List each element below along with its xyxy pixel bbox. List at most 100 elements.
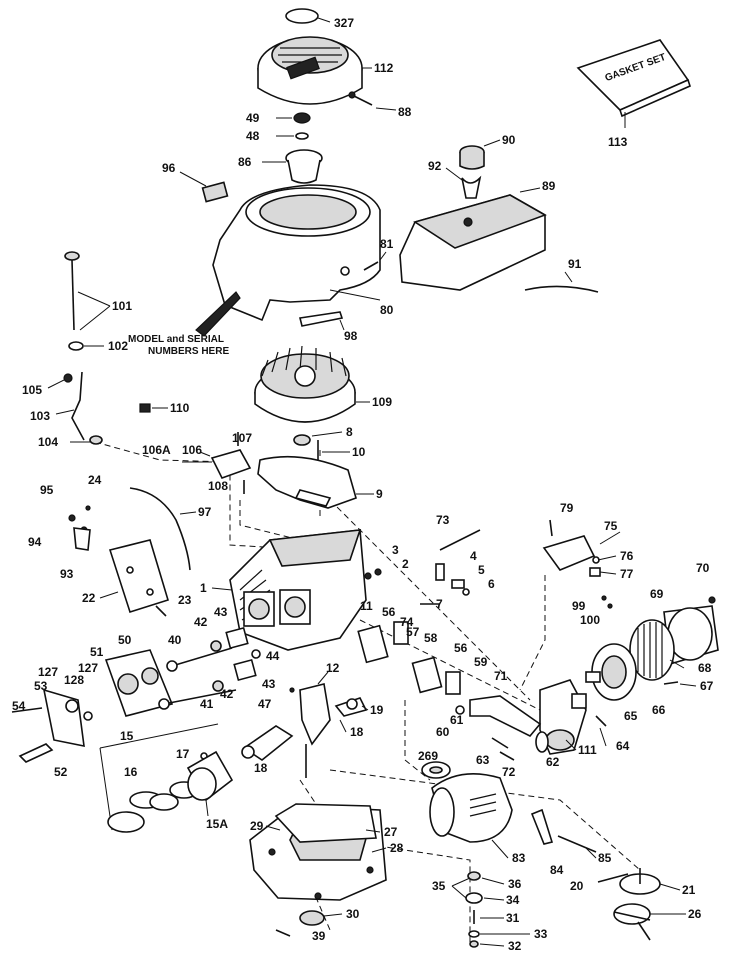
part-127-128-53-52-54-side <box>11 688 93 763</box>
callout-65: 65 <box>624 709 638 723</box>
callout-1: 1 <box>200 581 207 595</box>
callout-16: 16 <box>124 765 138 779</box>
part-327-cap <box>285 8 331 24</box>
callout-5: 5 <box>478 563 485 577</box>
callout-83: 83 <box>512 851 526 865</box>
callout-74: 74 <box>400 615 414 629</box>
callout-110: 110 <box>170 401 190 415</box>
callout-111: 111 <box>578 743 597 757</box>
callout-41: 41 <box>200 697 214 711</box>
part-109-flywheel <box>254 345 370 423</box>
callout-107: 107 <box>232 431 252 445</box>
callout-86: 86 <box>238 155 252 169</box>
part-18-connecting-rod <box>241 725 294 761</box>
callout-43a: 43 <box>214 605 228 619</box>
callout-51: 51 <box>90 645 104 659</box>
callout-10: 10 <box>352 445 366 459</box>
model-serial-line2: NUMBERS HERE <box>148 346 229 357</box>
callout-89: 89 <box>542 179 556 193</box>
callout-327: 327 <box>334 16 354 30</box>
callout-labels: 327 112 88 49 48 86 96 113 90 92 89 81 9… <box>12 16 714 953</box>
callout-98: 98 <box>344 329 358 343</box>
leader-lines <box>205 531 697 947</box>
callout-106a: 106A <box>142 443 171 457</box>
part-11-57-58-56-gaskets <box>357 621 461 695</box>
part-50-51-valves <box>104 649 174 717</box>
callout-95: 95 <box>40 483 54 497</box>
part-113-gasket-set: GASKET SET <box>576 39 691 128</box>
callout-106: 106 <box>182 443 202 457</box>
callout-15a: 15A <box>206 817 228 831</box>
callout-18a: 18 <box>350 725 364 739</box>
callout-75: 75 <box>604 519 618 533</box>
callout-33: 33 <box>534 927 548 941</box>
callout-109: 109 <box>372 395 392 409</box>
callout-105: 105 <box>22 383 42 397</box>
callout-77: 77 <box>620 567 634 581</box>
part-105-screw <box>47 373 73 389</box>
part-15a-piston <box>186 750 234 802</box>
callout-22: 22 <box>82 591 96 605</box>
part-31-36-governor-stack <box>465 871 483 948</box>
part-81-screw <box>363 251 387 271</box>
part-69-air-cleaner-cover <box>663 596 719 666</box>
callout-30: 30 <box>346 907 360 921</box>
part-101-dipstick <box>64 251 111 331</box>
callout-103: 103 <box>30 409 50 423</box>
callout-9: 9 <box>376 487 383 501</box>
callout-73: 73 <box>436 513 450 527</box>
callout-44: 44 <box>266 649 280 663</box>
part-88-screw <box>348 91 397 111</box>
part-47-key <box>289 687 295 693</box>
callout-3: 3 <box>392 543 399 557</box>
arrow-icon <box>195 291 241 337</box>
callout-43b: 43 <box>262 677 276 691</box>
part-103-oil-fill-tube <box>55 371 85 441</box>
callout-90: 90 <box>502 133 516 147</box>
part-23-screw <box>155 605 167 617</box>
callout-6: 6 <box>488 577 495 591</box>
part-67-screw <box>663 681 679 685</box>
callout-52: 52 <box>54 765 68 779</box>
callout-42a: 42 <box>194 615 208 629</box>
callout-19: 19 <box>370 703 384 717</box>
callout-128: 128 <box>64 673 84 687</box>
part-68-filter-element <box>629 619 675 681</box>
callout-2: 2 <box>402 557 409 571</box>
callout-40: 40 <box>168 633 182 647</box>
callout-84: 84 <box>550 863 564 877</box>
callout-91: 91 <box>568 257 582 271</box>
part-90-fuel-cap <box>459 139 501 170</box>
callout-93: 93 <box>60 567 74 581</box>
part-48-washer <box>276 132 309 140</box>
callout-68: 68 <box>698 661 712 675</box>
callout-47: 47 <box>258 697 272 711</box>
callout-18b: 18 <box>254 761 268 775</box>
callout-79: 79 <box>560 501 574 515</box>
callout-24: 24 <box>88 473 102 487</box>
callout-26: 26 <box>688 907 702 921</box>
callout-48: 48 <box>246 129 260 143</box>
model-serial-line1: MODEL and SERIAL <box>128 334 224 345</box>
callout-21: 21 <box>682 883 696 897</box>
part-39-screw <box>275 929 291 937</box>
callout-56a: 56 <box>382 605 396 619</box>
part-269-seal <box>421 761 451 779</box>
callout-72: 72 <box>502 765 516 779</box>
part-29-27-gasket <box>274 803 377 843</box>
part-91-fuel-line <box>524 271 599 293</box>
part-49-nut <box>276 112 311 124</box>
callout-97: 97 <box>198 505 212 519</box>
part-9-backplate <box>257 455 374 509</box>
callout-32: 32 <box>508 939 522 953</box>
callout-60: 60 <box>436 725 450 739</box>
callout-88: 88 <box>398 105 412 119</box>
part-12-crankshaft <box>299 671 331 778</box>
callout-36: 36 <box>508 877 522 891</box>
part-30-oil-seal <box>299 910 343 926</box>
callout-66: 66 <box>652 703 666 717</box>
callout-11: 11 <box>360 599 373 613</box>
callout-96: 96 <box>162 161 176 175</box>
part-15-16-17-piston-rings <box>99 723 219 833</box>
